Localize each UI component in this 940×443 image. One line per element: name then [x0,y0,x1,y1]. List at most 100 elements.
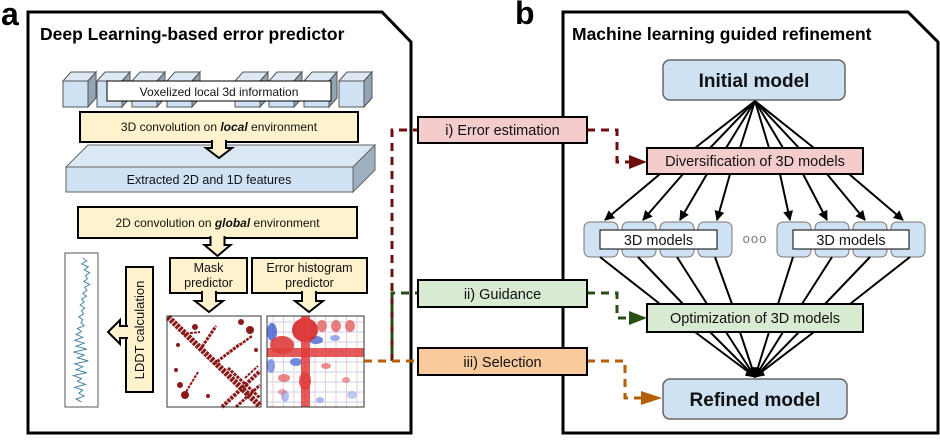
cube-front-face [62,80,89,108]
refined-model-box [662,378,848,420]
error-map-image [267,316,364,407]
cube-front-face [338,80,365,108]
ellipsis: ooo [743,231,768,246]
mask-predictor-line-1: Mask [194,261,225,275]
fan-line [754,100,815,149]
error-estimation-label: i) Error estimation [445,123,559,139]
error-blob [278,389,286,395]
error-blob [267,359,275,373]
diversification-label: Diversification of 3D models [665,154,845,170]
error-blob [278,374,290,382]
contact-blob [176,343,180,347]
down-arrow-icon [292,291,326,314]
panel-a-letter: a [1,0,19,32]
error-estimation-box [417,116,588,144]
contact-band [213,342,241,366]
fan-line [709,100,756,149]
contact-band [226,366,262,400]
panel-b-letter: b [515,0,535,31]
contact-band [181,331,201,335]
panel-a-title: Deep Learning-based error predictor [40,24,345,44]
voxel-cube [337,70,374,109]
error-blob [316,397,324,403]
model-to-optimization-line [676,256,708,305]
guidance-label: ii) Guidance [464,287,541,303]
contact-blob [246,326,254,334]
voxel-label-box [106,80,332,102]
contact-blob [192,324,198,330]
diversification-to-models-arrows [604,173,904,221]
error-histogram-line-2: predictor [285,276,334,290]
error-blob [331,320,341,332]
convergence-arrow [739,331,757,378]
slab-front-face [65,166,354,193]
conv3d-label: 3D convolution on local environment [121,120,318,134]
optimization-label: Optimization of 3D models [670,311,840,327]
fan-line [754,100,784,149]
conv3d-box [79,111,359,143]
arrowhead-icon [629,311,647,325]
error-blob [317,320,327,332]
model-to-optimization-line [824,256,871,305]
arrowhead-icon [641,391,662,405]
contact-blob [181,391,189,399]
diversification-arrow [826,173,866,221]
connectors: i) Error estimation ii) Guidance iii) Se… [364,116,662,405]
model-to-optimization-line [849,256,911,305]
down-arrow-icon [201,236,234,258]
diversification-arrow [642,173,684,221]
models-left-label-box [599,229,718,250]
contact-band [165,314,263,409]
contact-blob [206,394,210,398]
down-arrow-icon [192,291,226,314]
contact-blob [174,368,178,372]
diversification-box [646,147,864,175]
left-arrow-icon [106,317,128,347]
models-left-label: 3D models [624,233,693,249]
panel-a: a Deep Learning-based error predictor Vo… [1,0,413,435]
error-blob [342,377,350,383]
optimization-box [646,303,864,333]
guidance-box [417,279,588,308]
models-right-label-box [792,229,910,250]
error-band-vertical [301,316,310,407]
lddt-plot-frame [64,252,99,408]
model-to-optimization-line [777,256,794,305]
lddt-calculation-box [125,266,154,393]
diversification-arrow [679,173,708,221]
optimization-to-refined-arrows [694,331,815,378]
refined-model-label: Refined model [690,390,821,411]
error-estimation-link-right [587,128,630,164]
fan-line [754,100,770,149]
error-blob [267,323,277,341]
convergence-arrow [754,331,815,378]
lddt-calculation-label: LDDT calculation [132,281,147,380]
features-label: Extracted 2D and 1D features [127,173,292,187]
models-to-optimization-lines [599,256,911,305]
model-to-optimization-line [637,256,684,305]
error-blob [345,320,355,332]
convergence-arrow [694,331,756,378]
contact-band [198,325,218,351]
selection-label: iii) Selection [463,355,541,371]
mask-predictor-line-2: predictor [184,276,233,290]
mask-map-frame [166,315,262,408]
contact-blob [254,348,258,352]
diversification-arrow [779,173,793,221]
contact-blob [238,319,244,325]
models-right-label: 3D models [816,233,885,249]
arrowhead-icon [629,155,647,169]
fan-line [725,100,756,149]
error-blob [321,363,331,369]
guidance-link-right [587,291,630,320]
mask-map-image [165,314,263,409]
initial-to-diversification-lines [694,100,815,149]
contact-band [234,383,262,409]
model-to-optimization-line [801,256,833,305]
conv2d-box [77,206,358,239]
initial-model-label: Initial model [699,71,810,92]
error-blob [290,358,302,366]
error-estimation-link-left [390,128,418,361]
diversification-arrow [714,173,731,221]
